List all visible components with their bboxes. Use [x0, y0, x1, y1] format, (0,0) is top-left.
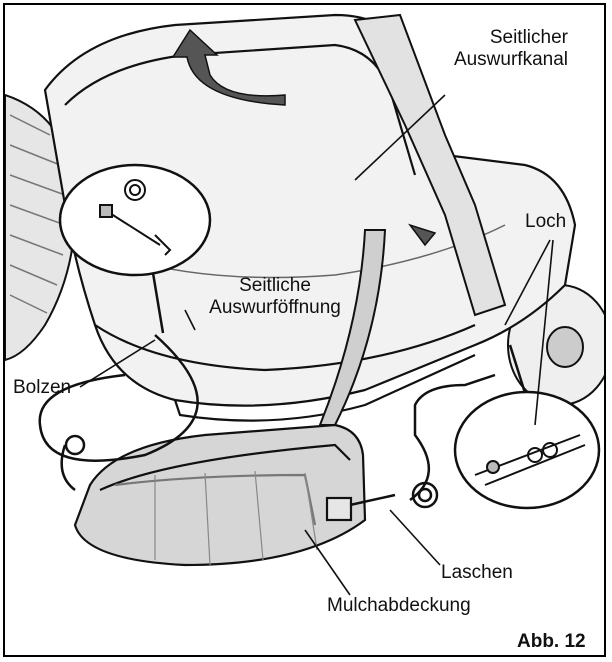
detail-bolt-callout	[58, 163, 212, 334]
label-bolt: Bolzen	[13, 377, 72, 398]
leader-lines	[79, 94, 554, 596]
label-mulch-cover: Mulchabdeckung	[327, 595, 471, 616]
label-hole: Loch	[525, 211, 567, 232]
detail-hole-callout	[453, 344, 601, 510]
label-side-chute: Seitlicher Auswurfkanal	[453, 27, 568, 70]
retaining-pins	[38, 334, 496, 509]
front-wheel	[507, 284, 604, 406]
label-side-opening: Seitliche Auswurföffnung	[209, 275, 341, 318]
label-tabs: Laschen	[441, 562, 513, 583]
connector-strap	[318, 229, 387, 426]
figure-caption: Abb. 12	[517, 631, 586, 652]
mulch-cover	[73, 423, 367, 567]
side-discharge-chute	[353, 13, 507, 317]
discharge-flow-arrow	[171, 28, 437, 247]
figure-frame: Seitlicher Auswurfkanal Loch Seitliche A…	[3, 3, 606, 657]
mower-illustration	[5, 13, 604, 596]
